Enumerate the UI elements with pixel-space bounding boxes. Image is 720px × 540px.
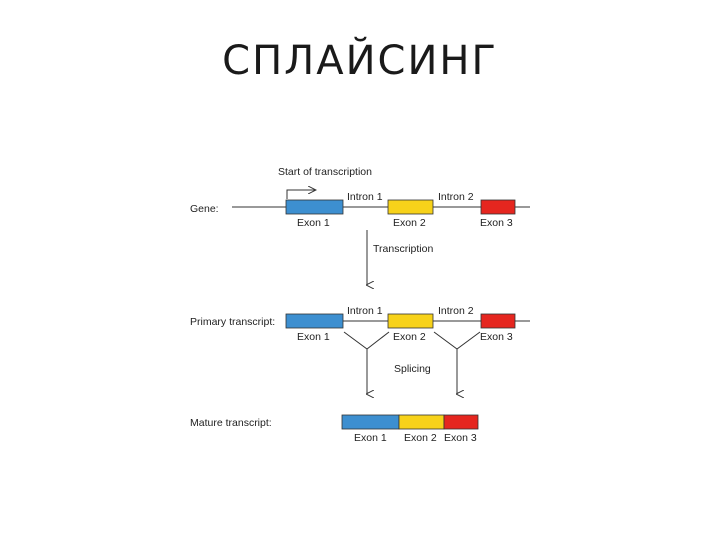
gene-exon-1-label: Exon 1 [297, 217, 330, 229]
mature-exon-3-label: Exon 3 [444, 432, 477, 444]
primary-exon-3 [480, 313, 516, 329]
primary-exon-2-label: Exon 2 [393, 331, 426, 343]
start-of-transcription-label: Start of transcription [278, 166, 372, 178]
gene-exon-3-label: Exon 3 [480, 217, 513, 229]
mature-exon-3 [443, 414, 479, 430]
gene-intron-2-label: Intron 2 [438, 191, 474, 203]
primary-intron-1-label: Intron 1 [347, 305, 383, 317]
splicing-step-label: Splicing [394, 363, 431, 375]
primary-exon-1-label: Exon 1 [297, 331, 330, 343]
gene-exon-1 [285, 199, 344, 215]
primary-exon-3-label: Exon 3 [480, 331, 513, 343]
mature-exon-1 [341, 414, 400, 430]
primary-intron-2-label: Intron 2 [438, 305, 474, 317]
splice-junction-1 [343, 331, 390, 350]
mature-exon-2 [398, 414, 445, 430]
slide-title: СПЛАЙСИНГ [222, 38, 498, 84]
gene-exon-2 [387, 199, 434, 215]
primary-exon-2 [387, 313, 434, 329]
primary-row-label: Primary transcript: [190, 316, 275, 328]
primary-exon-1 [285, 313, 344, 329]
gene-exon-2-label: Exon 2 [393, 217, 426, 229]
mature-exon-2-label: Exon 2 [404, 432, 437, 444]
mature-exon-1-label: Exon 1 [354, 432, 387, 444]
gene-row-label: Gene: [190, 203, 219, 215]
gene-exon-3 [480, 199, 516, 215]
splice-junction-2 [433, 331, 481, 350]
transcription-step-label: Transcription [373, 243, 433, 255]
transcription-start-arrow [286, 190, 316, 199]
gene-intron-1-label: Intron 1 [347, 191, 383, 203]
mature-row-label: Mature transcript: [190, 417, 272, 429]
